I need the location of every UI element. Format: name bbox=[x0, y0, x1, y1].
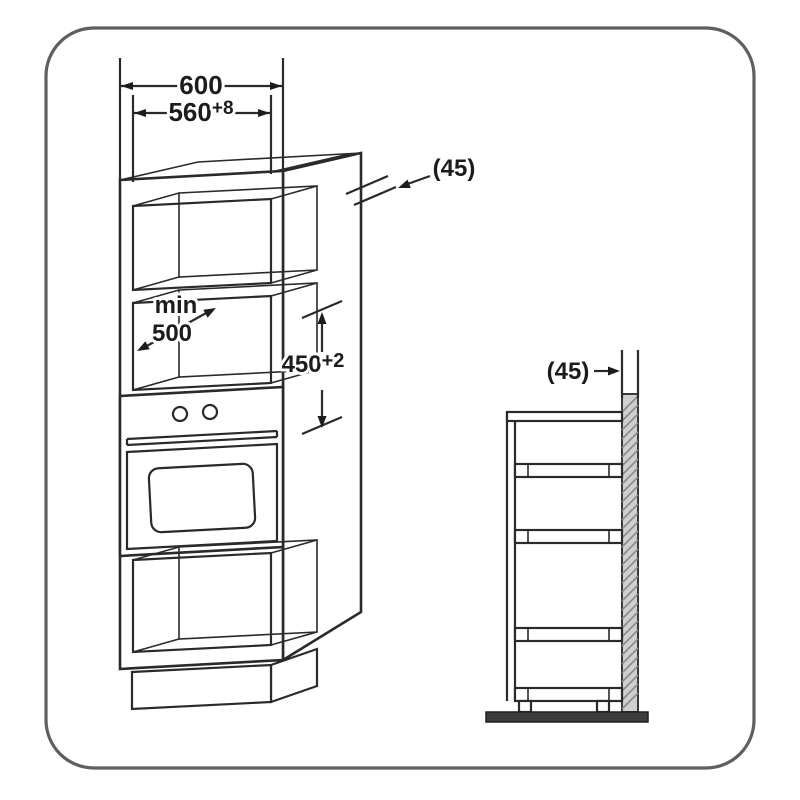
cabinet-front-view bbox=[118, 151, 363, 711]
dim-560-label: 560+8 bbox=[168, 97, 233, 127]
dim-min-500: min 500 bbox=[137, 289, 216, 351]
arrowhead-right bbox=[270, 82, 282, 90]
oven bbox=[118, 385, 285, 558]
dim-500-label: 500 bbox=[152, 320, 192, 347]
side-shelf-1 bbox=[513, 462, 624, 479]
dim-45-side: (45) bbox=[544, 350, 640, 398]
oven-front-panel bbox=[118, 385, 285, 558]
arrowhead-down bbox=[317, 416, 327, 428]
dim-45-front: (45) bbox=[345, 152, 478, 207]
dim-600: 600 bbox=[118, 58, 285, 180]
oven-door bbox=[125, 442, 279, 551]
arrowhead-left bbox=[134, 109, 146, 117]
top-niche-back-wall bbox=[178, 185, 318, 278]
arrowhead-down-left bbox=[137, 341, 150, 351]
oven-knob-right bbox=[201, 403, 219, 421]
side-bottom-panel bbox=[513, 686, 624, 703]
arrowhead-right bbox=[258, 109, 270, 117]
microwave-niche bbox=[131, 282, 318, 392]
side-foot-left bbox=[517, 699, 533, 714]
dim-560-8: 560+8 bbox=[131, 94, 273, 182]
arrowhead-up-right bbox=[203, 308, 216, 318]
arrowhead bbox=[398, 179, 411, 188]
panel-thickness-tick-2 bbox=[353, 185, 397, 207]
top-niche bbox=[131, 185, 318, 292]
dim-450-2: 450+2 bbox=[279, 299, 347, 436]
dim-45-front-label: (45) bbox=[433, 155, 476, 182]
bottom-niche bbox=[131, 539, 318, 654]
oven-knob-left bbox=[171, 405, 189, 423]
dim-600-label: 600 bbox=[179, 70, 222, 100]
arrowhead-left bbox=[121, 82, 133, 90]
side-foot-right bbox=[595, 699, 611, 714]
oven-handle bbox=[125, 429, 279, 447]
bottom-niche-back-wall bbox=[178, 539, 318, 640]
plinth-front bbox=[130, 663, 273, 711]
cabinet-side-view bbox=[485, 393, 649, 723]
niche-top-tick bbox=[301, 299, 343, 320]
dim-450-label: 450+2 bbox=[282, 350, 345, 378]
side-shelf-2 bbox=[513, 528, 624, 545]
side-shelf-3 bbox=[513, 626, 624, 643]
microwave-niche-back-wall bbox=[178, 282, 318, 378]
side-back-panel-hatch bbox=[621, 395, 639, 710]
plinth bbox=[130, 647, 319, 711]
arrowhead-up bbox=[317, 312, 327, 324]
dim-min-label: min bbox=[155, 292, 198, 319]
oven-window bbox=[147, 462, 257, 534]
side-base-plate bbox=[485, 711, 649, 723]
figure-border bbox=[44, 26, 756, 770]
arrowhead-right bbox=[608, 366, 620, 376]
side-top-panel bbox=[505, 410, 624, 423]
dim-45-side-label: (45) bbox=[547, 358, 590, 385]
panel-thickness-tick-1 bbox=[345, 174, 389, 196]
